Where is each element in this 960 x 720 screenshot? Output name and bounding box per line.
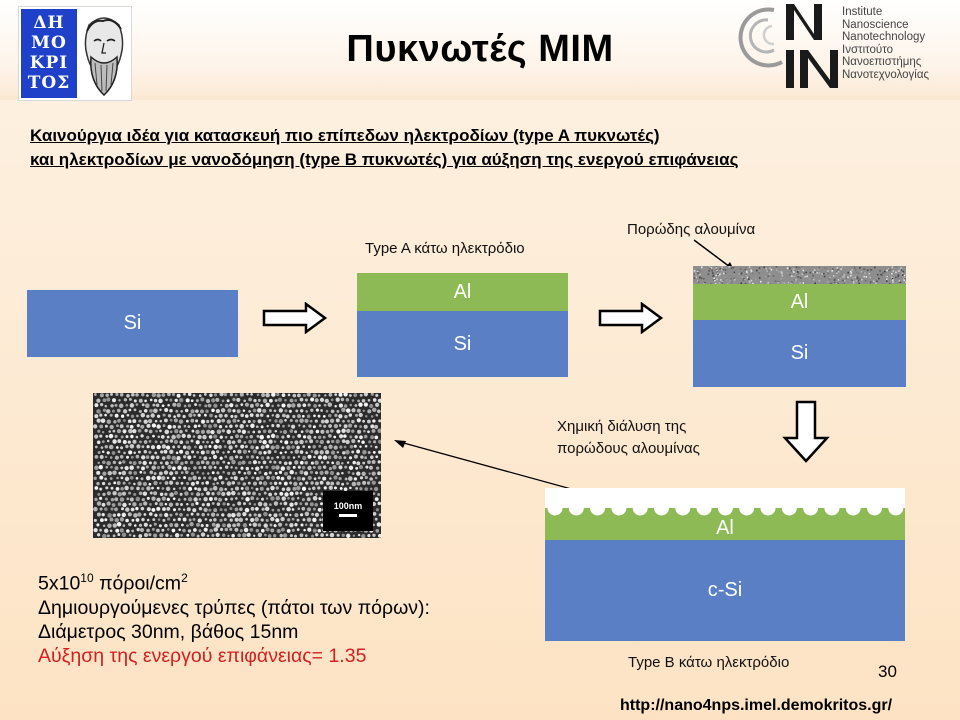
unit-exponent: 2 — [181, 571, 188, 585]
democritus-portrait-icon — [84, 17, 124, 97]
logo-letter-row: ΤΟΣ — [27, 73, 71, 93]
type-a-caption: Type A κάτω ηλεκτρόδιο — [365, 240, 525, 257]
demokritos-logo: ΔΗ ΜΟ ΚΡΙ ΤΟΣ — [18, 6, 132, 101]
scale-bar-line — [339, 514, 357, 517]
logo-letter-row: ΚΡΙ — [29, 53, 69, 73]
logo-letter-row: ΔΗ — [33, 13, 65, 33]
sem-scale-bar: 100nm — [323, 491, 373, 531]
sem-micrograph: 100nm — [93, 393, 381, 538]
institute-name-line: Nanotechnology — [842, 31, 926, 43]
type-b-caption: Type B κάτω ηλεκτρόδιο — [628, 654, 790, 671]
si-label: Si — [453, 332, 472, 355]
caption-line: πορώδους αλουμίνας — [557, 440, 700, 457]
porous-alumina-caption: Πορώδης αλουμίνα — [627, 221, 756, 238]
surface-increase: Αύξηση της ενεργού επιφάνειας= 1.35 — [38, 644, 367, 667]
si-substrate-block: Si — [693, 320, 906, 387]
caption-line: Χημική διάλυση της — [557, 418, 687, 435]
logo-letter-row: ΜΟ — [31, 33, 67, 53]
nanostructured-al-surface — [545, 488, 905, 540]
institute-name-line: Institute — [842, 6, 883, 18]
si-substrate-block: Si — [27, 290, 238, 357]
institute-name: Institute Nanoscience Nanotechnology Ινσ… — [842, 6, 929, 81]
right-arrow-icon — [598, 302, 664, 334]
hole-dimensions: Διάμετρος 30nm, βάθος 15nm — [38, 620, 299, 643]
website-url[interactable]: http://nano4nps.imel.demokritos.gr/ — [620, 697, 893, 714]
facts-block: 5x1010 πόροι/cm2 Δημιουργούμενες τρύπες … — [38, 566, 430, 668]
sem-texture — [93, 393, 381, 538]
intro-line: Καινούργια ιδέα για κατασκευή πιο επίπεδ… — [30, 126, 660, 145]
page-number: 30 — [878, 662, 897, 681]
inn-institute-logo: Institute Nanoscience Nanotechnology Ινσ… — [738, 0, 960, 98]
si-label: Si — [790, 342, 809, 364]
si-substrate-block: Si — [357, 311, 568, 377]
al-layer-block: Al — [357, 273, 568, 311]
page-title: Πυκνωτές MIM — [346, 28, 614, 70]
c-si-label: c-Si — [707, 579, 743, 601]
pore-density-exponent: 10 — [80, 571, 94, 585]
al-label: Al — [790, 290, 809, 313]
right-arrow-icon — [262, 302, 328, 334]
sem-scale-label: 100nm — [333, 501, 363, 511]
intro-line: και ηλεκτροδίων με νανοδόμηση (type B πυ… — [30, 150, 739, 169]
institute-name-line: Νανοτεχνολογίας — [842, 68, 930, 81]
logo-blue-panel — [21, 9, 77, 98]
c-si-substrate-block: c-Si — [545, 540, 905, 641]
intro-text: Καινούργια ιδέα για κατασκευή πιο επίπεδ… — [30, 124, 930, 172]
al-label: Al — [453, 280, 472, 303]
porous-alumina-layer — [693, 266, 906, 284]
al-layer-block: Al — [693, 284, 906, 320]
al-label: Al — [716, 516, 734, 539]
al-label-wrap: Al — [545, 514, 905, 542]
holes-description: Δημιουργούμενες τρύπες (πάτοι των πόρων)… — [38, 596, 430, 619]
si-label: Si — [123, 312, 142, 334]
pore-density: 5x1010 πόροι/cm2 — [38, 566, 430, 596]
chemical-dissolution-caption: Χημική διάλυση της πορώδους αλουμίνας — [557, 416, 700, 460]
institute-name-line: Νανοεπιστήμης — [842, 56, 922, 68]
pore-density-unit: πόροι/cm — [93, 572, 182, 595]
institute-name-line: Ινστιτούτο — [842, 43, 893, 56]
inn-logo-icon — [738, 4, 838, 88]
logo-letters: ΔΗ ΜΟ ΚΡΙ ΤΟΣ — [23, 13, 75, 93]
pore-density-base: 5x10 — [38, 572, 81, 595]
institute-name-line: Nanoscience — [842, 18, 909, 31]
down-arrow-icon — [782, 400, 830, 463]
